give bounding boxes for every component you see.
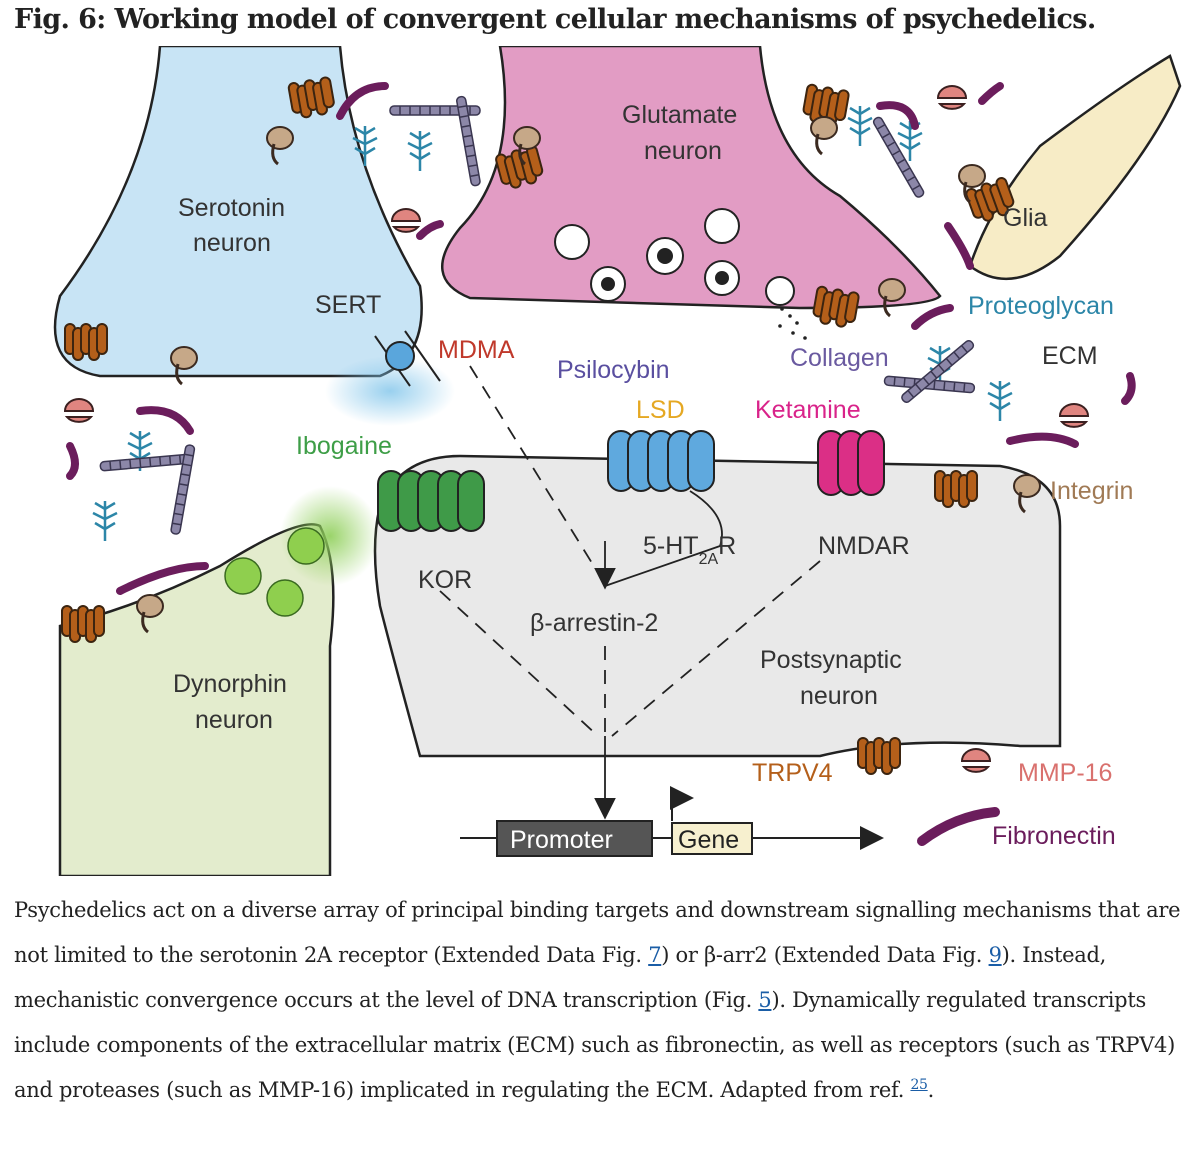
caption-ref-25[interactable]: 25 bbox=[910, 1077, 928, 1093]
label-fibronectin: Fibronectin bbox=[992, 822, 1116, 850]
gene-construct bbox=[460, 786, 884, 857]
signal-lines bbox=[439, 365, 821, 820]
label-collagen: Collagen bbox=[790, 344, 889, 372]
caption-part2: ) or β-arr2 (Extended Data Fig. bbox=[661, 943, 989, 967]
dynorphin-neuron-body bbox=[58, 523, 335, 876]
caption-ref-9[interactable]: 9 bbox=[988, 943, 1002, 967]
label-gene: Gene bbox=[678, 826, 739, 854]
label-lsd: LSD bbox=[636, 396, 685, 424]
label-ketamine: Ketamine bbox=[755, 396, 861, 424]
label-ibogaine: Ibogaine bbox=[296, 432, 392, 460]
caption-part5: . bbox=[927, 1078, 935, 1102]
figure-caption: Psychedelics act on a diverse array of p… bbox=[14, 888, 1186, 1113]
label-glia: Glia bbox=[1003, 204, 1048, 232]
label-kor: KOR bbox=[418, 566, 472, 594]
vesicles-dynorphin bbox=[224, 527, 325, 617]
label-dynorphin-1: Dynorphin bbox=[173, 670, 287, 698]
label-glutamate-2: neuron bbox=[644, 137, 722, 165]
label-ecm: ECM bbox=[1042, 342, 1098, 370]
vesicles-glutamate bbox=[554, 208, 807, 340]
label-beta-arrestin: β-arrestin-2 bbox=[530, 609, 658, 637]
label-serotonin-1: Serotonin bbox=[178, 194, 285, 222]
label-serotonin-2: neuron bbox=[193, 229, 271, 257]
kor-receptor bbox=[377, 470, 485, 532]
caption-part3: ). Instead, mechanistic convergence occu… bbox=[14, 943, 1106, 1012]
label-dynorphin-2: neuron bbox=[195, 706, 273, 734]
figure-diagram: Serotonin neuron Glutamate neuron Glia S… bbox=[53, 46, 1182, 876]
label-5ht-main: 5-HT bbox=[643, 532, 699, 560]
label-5ht-end: R bbox=[718, 532, 736, 560]
label-5ht2ar: 5-HT2AR bbox=[643, 532, 736, 568]
label-postsynaptic-2: neuron bbox=[800, 682, 878, 710]
caption-ref-5[interactable]: 5 bbox=[758, 988, 772, 1012]
ecm-top-right bbox=[800, 82, 1018, 270]
ecm-top bbox=[265, 75, 546, 240]
label-sert: SERT bbox=[315, 291, 381, 319]
label-integrin: Integrin bbox=[1050, 477, 1133, 505]
label-5ht-sub: 2A bbox=[699, 551, 719, 568]
label-proteoglycan: Proteoglycan bbox=[968, 292, 1114, 320]
caption-part4: ). Dynamically regulated transcripts inc… bbox=[14, 988, 1176, 1102]
label-nmdar: NMDAR bbox=[818, 532, 910, 560]
label-mdma: MDMA bbox=[438, 336, 515, 364]
label-glutamate-1: Glutamate bbox=[622, 101, 737, 129]
label-psilocybin: Psilocybin bbox=[557, 356, 670, 384]
sert-transporter bbox=[374, 330, 441, 387]
nmdar-receptor bbox=[817, 430, 885, 496]
label-postsynaptic-1: Postsynaptic bbox=[760, 646, 902, 674]
label-promoter: Promoter bbox=[510, 826, 613, 854]
ecm-left bbox=[61, 323, 209, 643]
label-trpv4: TRPV4 bbox=[752, 759, 833, 787]
postsynaptic-neuron-body bbox=[373, 454, 1062, 758]
legend-icons bbox=[857, 737, 1000, 846]
ecm-right bbox=[810, 277, 1136, 514]
caption-part1: Psychedelics act on a diverse array of p… bbox=[14, 898, 1181, 967]
5ht2a-receptor bbox=[607, 430, 715, 492]
caption-ref-7[interactable]: 7 bbox=[648, 943, 662, 967]
figure-title: Fig. 6: Working model of convergent cell… bbox=[14, 4, 1096, 35]
label-mmp16: MMP-16 bbox=[1018, 759, 1112, 787]
